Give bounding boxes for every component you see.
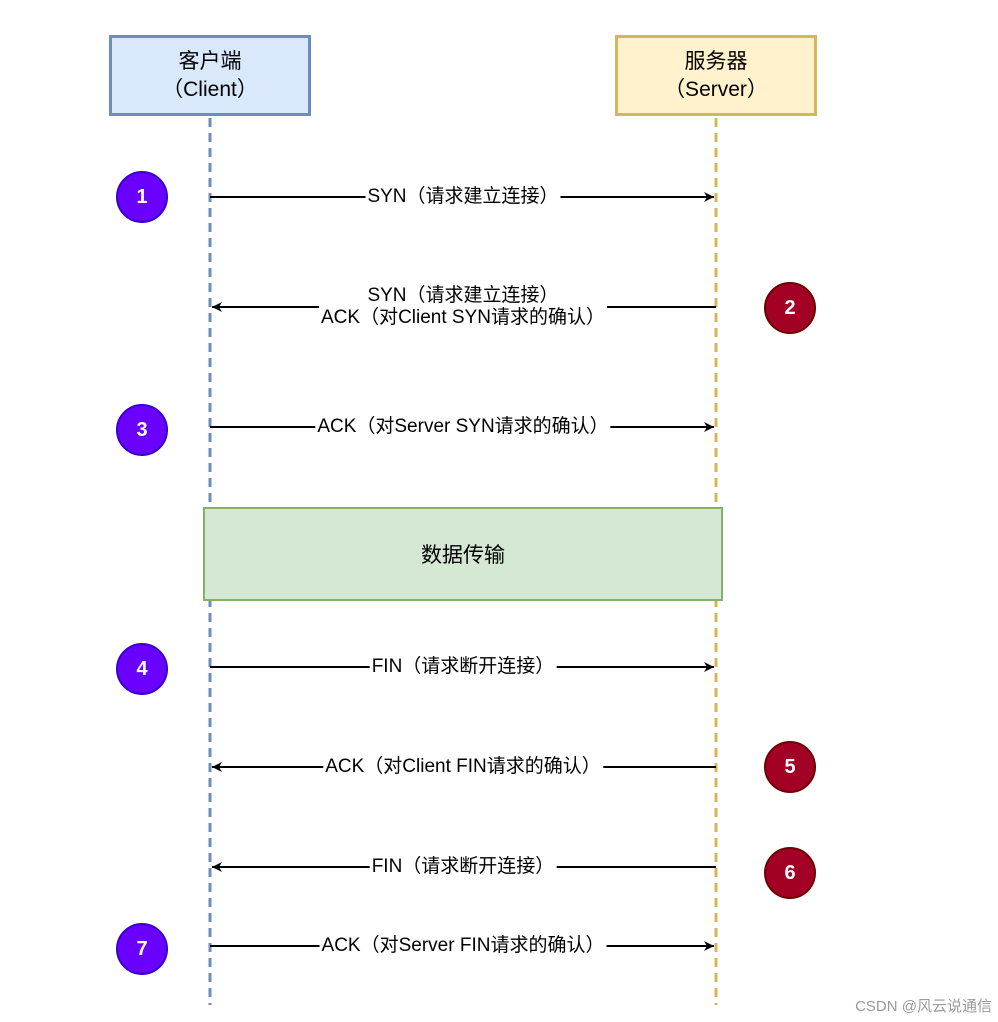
message-label-3: ACK（对Server SYN请求的确认）	[315, 416, 611, 438]
step-badge-6: 6	[764, 847, 816, 899]
message-label-line: ACK（对Server SYN请求的确认）	[317, 416, 609, 437]
message-label-line: SYN（请求建立连接）	[367, 186, 559, 207]
step-badge-7: 7	[116, 923, 168, 975]
client-name: 客户端	[178, 49, 242, 73]
watermark: CSDN @风云说通信	[855, 998, 992, 1015]
step-badge-1: 1	[116, 171, 168, 223]
message-label-line: FIN（请求断开连接）	[371, 856, 555, 877]
message-label-line: SYN（请求建立连接）	[367, 285, 559, 306]
message-label-line: ACK（对Client SYN请求的确认）	[321, 307, 605, 328]
message-label-2: SYN（请求建立连接）ACK（对Client SYN请求的确认）	[319, 285, 607, 329]
message-label-7: ACK（对Server FIN请求的确认）	[319, 935, 607, 957]
server-actor-box: 服务器 （Server）	[615, 35, 817, 116]
message-label-1: SYN（请求建立连接）	[365, 186, 561, 208]
message-label-line: ACK（对Client FIN请求的确认）	[325, 756, 601, 777]
message-label-line: ACK（对Server FIN请求的确认）	[321, 935, 605, 956]
server-sub: （Server）	[664, 77, 768, 101]
message-label-line: FIN（请求断开连接）	[371, 656, 555, 677]
message-label-5: ACK（对Client FIN请求的确认）	[323, 756, 603, 778]
server-name: 服务器	[684, 49, 748, 73]
step-badge-5: 5	[764, 741, 816, 793]
client-sub: （Client）	[162, 77, 258, 101]
client-actor-box: 客户端 （Client）	[109, 35, 311, 116]
message-label-4: FIN（请求断开连接）	[369, 656, 557, 678]
data-transfer-block: 数据传输	[203, 507, 723, 601]
step-badge-4: 4	[116, 643, 168, 695]
step-badge-2: 2	[764, 282, 816, 334]
message-label-6: FIN（请求断开连接）	[369, 856, 557, 878]
step-badge-3: 3	[116, 404, 168, 456]
data-transfer-label: 数据传输	[421, 544, 505, 567]
